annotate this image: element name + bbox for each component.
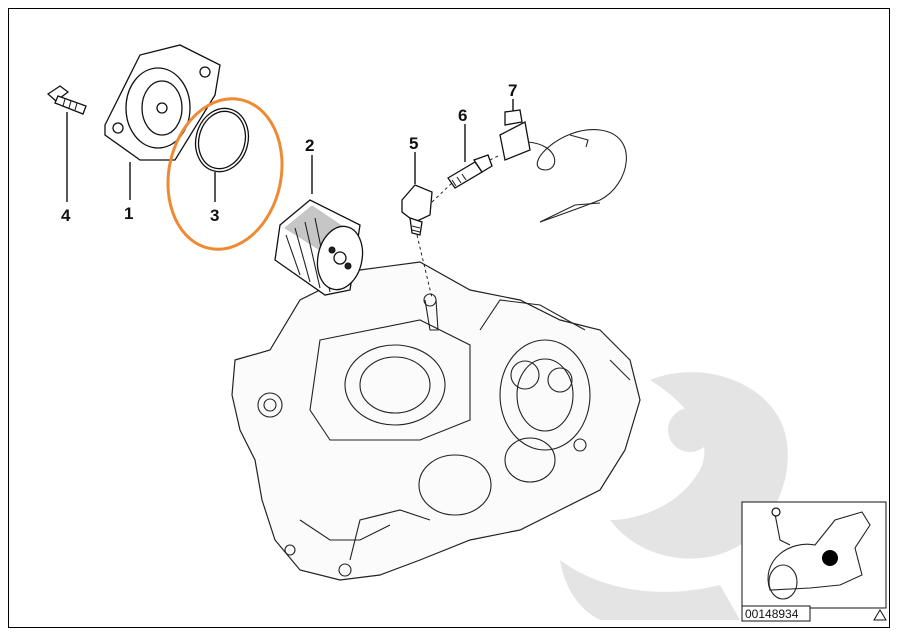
part-2-oil-filter <box>274 199 364 296</box>
callout-4[interactable]: 4 <box>61 206 71 225</box>
locator-dot <box>822 550 838 566</box>
callout-3[interactable]: 3 <box>210 206 219 225</box>
highlight-ring-part-3 <box>166 97 284 251</box>
callout-2[interactable]: 2 <box>305 136 314 155</box>
part-7-switch-with-cable <box>499 109 627 223</box>
callout-numbers: 1 2 3 4 5 6 7 <box>61 81 517 225</box>
reference-number: 00148934 <box>745 607 799 621</box>
part-5-fitting <box>401 184 433 236</box>
callout-1[interactable]: 1 <box>124 204 133 223</box>
callout-6[interactable]: 6 <box>458 106 467 125</box>
callout-5[interactable]: 5 <box>409 134 418 153</box>
leader-lines <box>66 99 514 202</box>
callout-7[interactable]: 7 <box>508 81 517 100</box>
part-1-oil-pump-cover <box>104 44 221 161</box>
part-3-o-ring <box>194 107 250 173</box>
triangle-icon <box>873 609 887 621</box>
reference-lines <box>416 154 501 299</box>
part-6-sensor <box>447 154 493 189</box>
engine-crankcase <box>231 261 641 581</box>
locator-inset: 00148934 <box>741 501 887 622</box>
part-4-bolt <box>46 85 87 115</box>
